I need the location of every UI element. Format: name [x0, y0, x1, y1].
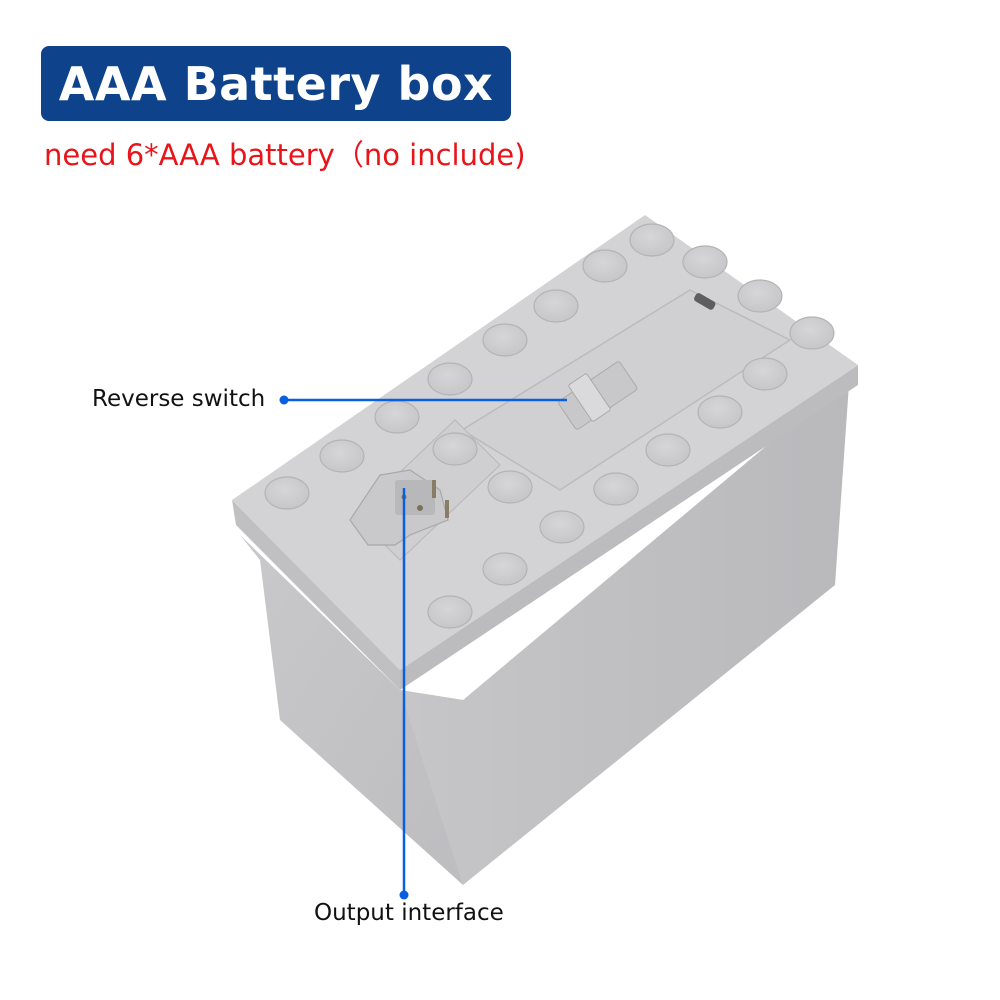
lid-front-edge: [232, 500, 400, 690]
title-banner: AAA Battery box: [41, 46, 511, 121]
callout-label-output-interface: Output interface: [314, 900, 504, 926]
studs: [264, 223, 835, 629]
stud-row-right: [427, 357, 788, 629]
callout-dot: [399, 890, 409, 900]
page-title: AAA Battery box: [58, 56, 494, 111]
reverse-switch: [558, 361, 638, 430]
callout-dot: [279, 395, 289, 405]
callout-label-reverse-switch: Reverse switch: [92, 386, 266, 412]
stud-row-back: [629, 223, 835, 350]
callout-output-interface: [399, 488, 409, 900]
lid-right-edge: [400, 365, 858, 690]
stud-row-inner: [432, 432, 533, 504]
callout-reverse-switch: [279, 395, 567, 405]
box-left-face: [240, 535, 463, 885]
subtitle-note: need 6*AAA battery（no include): [44, 138, 526, 172]
box-right-face: [400, 370, 850, 885]
hatch-slot: [694, 293, 716, 310]
stud-row-left: [264, 249, 628, 510]
